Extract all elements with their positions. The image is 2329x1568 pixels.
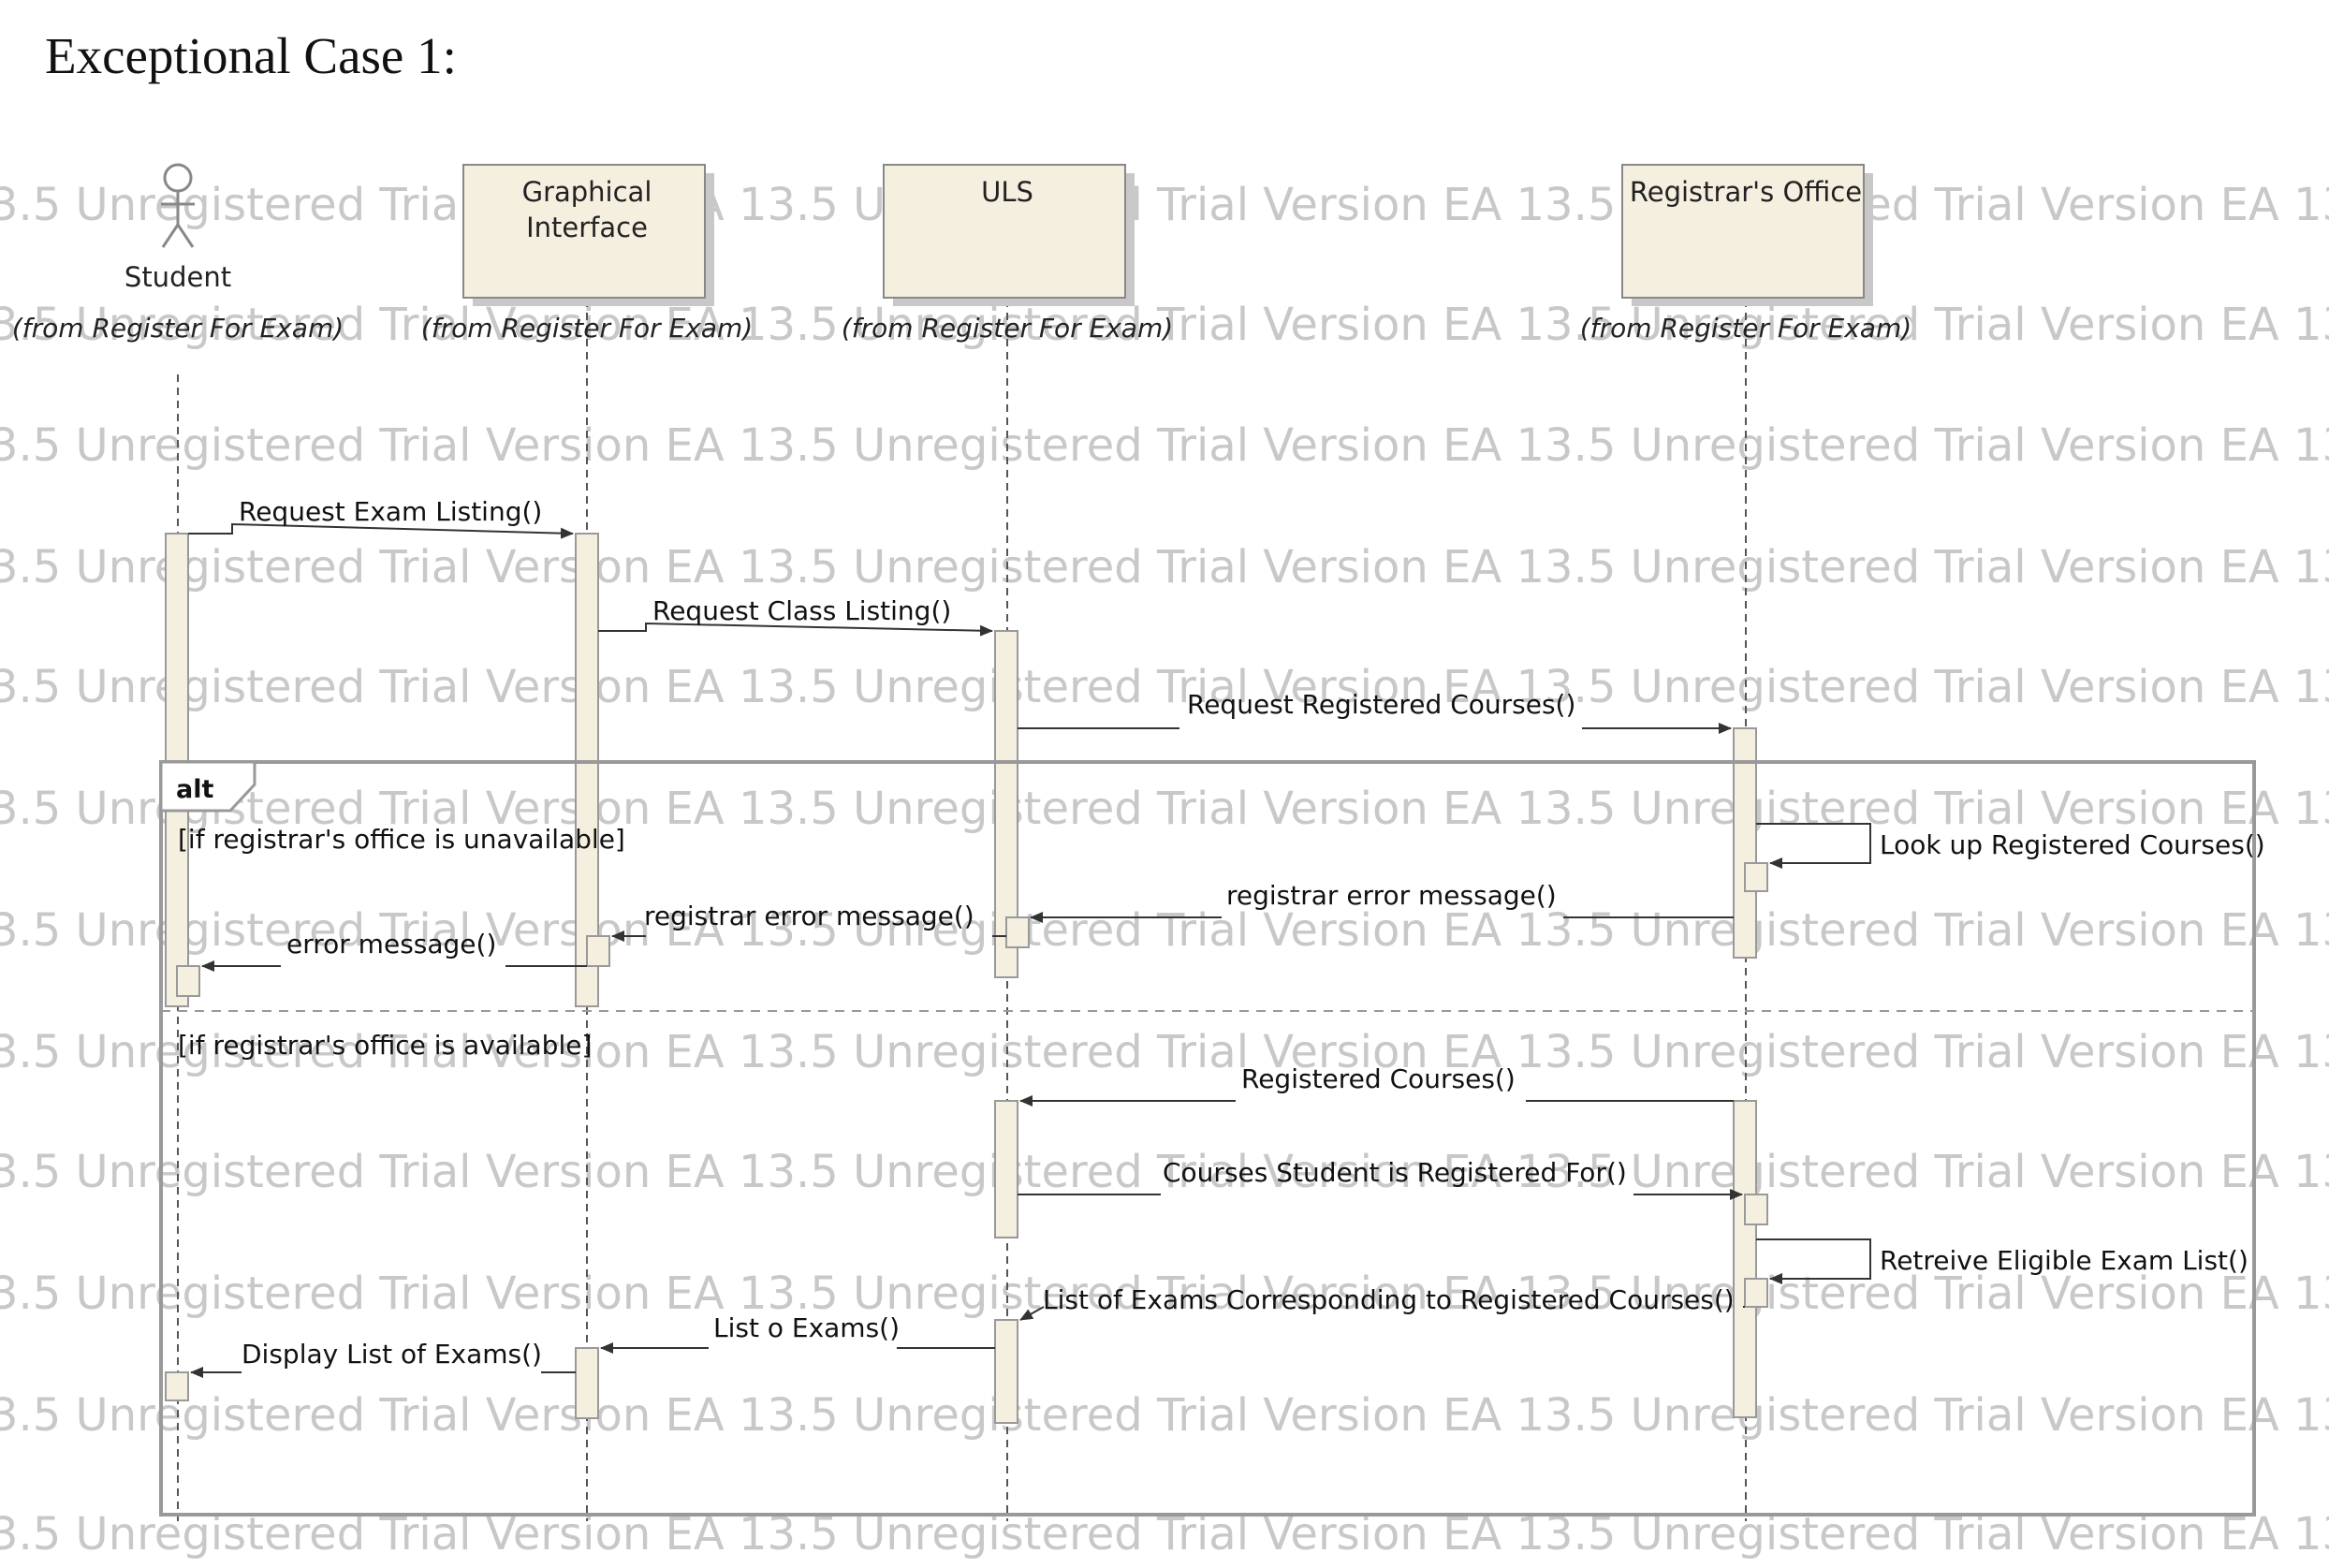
message-arrow-10: [1756, 1238, 1871, 1284]
watermark-row: EA 13.5 Unregistered Trial Version EA 13…: [0, 299, 2329, 351]
message-label-11: List of Exams Corresponding to Registere…: [1043, 1284, 1735, 1315]
message-labels: Request Exam Listing() Request Class Lis…: [239, 496, 2265, 1370]
activation-uls-4: [994, 1319, 1018, 1424]
guard-unavailable: [if registrar's office is unavailable]: [178, 824, 625, 855]
watermark-row: EA 13.5 Unregistered Trial Version EA 13…: [0, 419, 2329, 472]
message-label-1: Request Exam Listing(): [239, 496, 542, 527]
message-label-6: registrar error message(): [644, 901, 974, 931]
message-arrow-2: [598, 622, 993, 637]
messages: [188, 522, 1871, 1372]
watermark-row: EA 13.5 Unregistered Trial Version EA 13…: [0, 1389, 2329, 1442]
lifeline-uls: ULS (from Register For Exam): [842, 164, 1173, 1521]
message-label-7: error message(): [286, 929, 496, 960]
lifeline-label-student: Student: [125, 261, 231, 293]
lifeline-label-gui: Graphical: [522, 176, 652, 208]
activation-uls-2: [1005, 916, 1030, 948]
activation-gui-1: [575, 533, 599, 1007]
from-note-uls: (from Register For Exam): [842, 313, 1173, 344]
activation-uls-3: [994, 1100, 1018, 1238]
lifeline-student: Student (from Register For Exam): [12, 163, 344, 1521]
watermark-row: EA 13.5 Unregistered Trial Version EA 13…: [0, 904, 2329, 957]
activation-student-3: [165, 1371, 189, 1401]
watermark-row: EA 13.5 Unregistered Trial Version EA 13…: [0, 541, 2329, 593]
alt-operator-label: alt: [176, 775, 213, 804]
message-label-5: registrar error message(): [1226, 880, 1557, 911]
lifeline-gui: Graphical Interface (from Register For E…: [421, 164, 753, 1521]
watermark-row: EA 13.5 Unregistered Trial Version EA 13…: [0, 1146, 2329, 1198]
from-note-gui: (from Register For Exam): [421, 313, 753, 344]
guard-available: [if registrar's office is available]: [178, 1030, 592, 1061]
lifeline-label-uls: ULS: [981, 176, 1033, 208]
alt-frame: alt [if registrar's office is unavailabl…: [159, 760, 2256, 1517]
message-label-3: Request Registered Courses(): [1187, 689, 1575, 720]
watermark-row: EA 13.5 Unregistered Trial Version EA 13…: [0, 661, 2329, 713]
watermark-layer: EA 13.5 Unregistered Trial Version EA 13…: [0, 179, 2329, 1561]
watermark-row: EA 13.5 Unregistered Trial Version EA 13…: [0, 1268, 2329, 1320]
message-arrow-1: [188, 522, 574, 539]
activation-student-2: [176, 965, 200, 997]
activation-registrar-2: [1733, 1100, 1757, 1418]
message-label-2: Request Class Listing(): [652, 595, 951, 626]
activation-registrar-1: [1733, 727, 1757, 959]
watermark-row: EA 13.5 Unregistered Trial Version EA 13…: [0, 783, 2329, 835]
message-arrow-11: [1020, 1306, 1745, 1320]
message-label-8: Registered Courses(): [1241, 1063, 1516, 1094]
activation-registrar-self-1: [1744, 862, 1768, 892]
svg-text:Interface: Interface: [526, 212, 648, 243]
lifeline-registrar: Registrar's Office (from Register For Ex…: [1580, 164, 1912, 1521]
message-label-4: Look up Registered Courses(): [1880, 829, 2265, 860]
message-label-13: Display List of Exams(): [242, 1339, 542, 1370]
from-note-registrar: (from Register For Exam): [1580, 313, 1912, 344]
lifeline-label-registrar: Registrar's Office: [1630, 176, 1862, 208]
watermark-row: EA 13.5 Unregistered Trial Version EA 13…: [0, 1026, 2329, 1078]
actor-icon: [161, 163, 195, 248]
message-label-9: Courses Student is Registered For(): [1163, 1157, 1627, 1188]
from-note-student: (from Register For Exam): [12, 313, 344, 344]
message-label-10: Retreive Eligible Exam List(): [1880, 1245, 2248, 1276]
watermark-row: EA 13.5 Unregistered Trial Version EA 13…: [0, 1508, 2329, 1561]
activation-registrar-self-3: [1744, 1278, 1768, 1308]
activation-gui-3: [575, 1347, 599, 1419]
message-arrow-4: [1756, 823, 1871, 869]
watermark-row: EA 13.5 Unregistered Trial Version EA 13…: [0, 179, 2329, 231]
message-label-12: List o Exams(): [713, 1312, 900, 1343]
activation-gui-2: [586, 935, 610, 967]
activation-registrar-self-2: [1744, 1194, 1768, 1225]
page-title: Exceptional Case 1:: [45, 27, 457, 84]
